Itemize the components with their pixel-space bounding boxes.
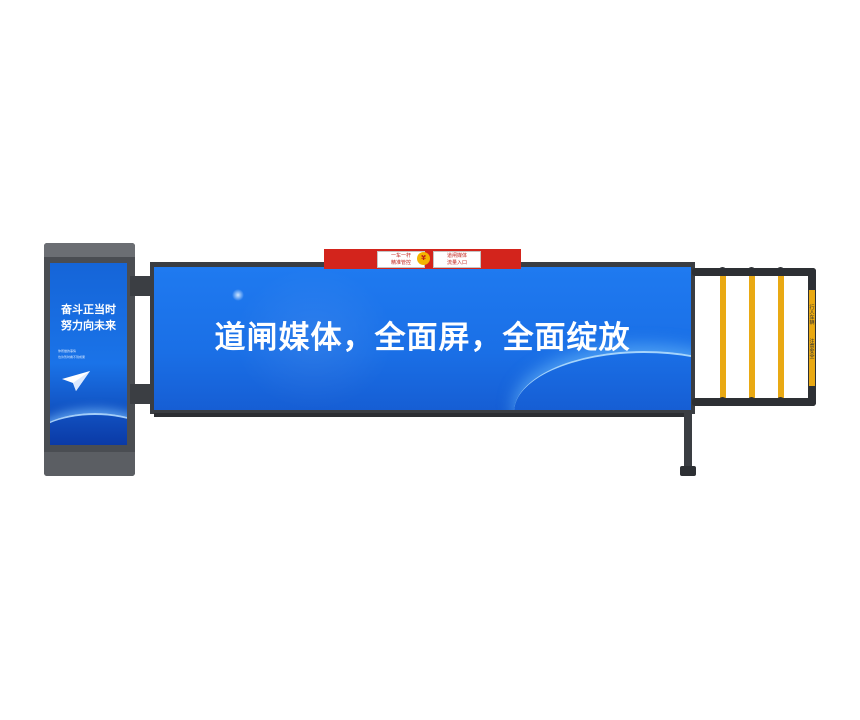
- arm-shadow: [154, 413, 691, 417]
- sign-left-line1: 一车一杆: [390, 253, 411, 259]
- fence-post-1: [720, 276, 726, 398]
- fence-joint-3: [776, 267, 785, 276]
- panel-earth-glow: [514, 351, 691, 410]
- fence-joint-6: [776, 397, 785, 406]
- panel-haze: [234, 267, 394, 410]
- panel-light-dot: [232, 289, 244, 301]
- top-sign: 一车一杆 精准管控 ¥ 道闸媒体 流量入口: [324, 249, 521, 269]
- fence-joint-4: [718, 397, 727, 406]
- cabinet-screen: 奋斗正当时 努力向未来 你所做的事情 也许暂时看不到成果: [50, 263, 127, 445]
- cabinet-cap: [44, 243, 135, 257]
- cabinet-headline-line2: 努力向未来: [61, 319, 116, 332]
- sign-right-line2: 流量入口: [446, 260, 467, 266]
- fence-joint-2: [747, 267, 756, 276]
- fence-joint-5: [747, 397, 756, 406]
- support-leg: [684, 412, 692, 470]
- ad-panel: 道闸媒体，全面屏，全面绽放: [154, 267, 691, 410]
- fence-post-2: [749, 276, 755, 398]
- cabinet-earth-arc: [50, 413, 127, 445]
- sign-right-line1: 道闸媒体: [446, 253, 467, 259]
- sign-left-line2: 精准管控: [390, 260, 411, 266]
- panel-slogan: 道闸媒体，全面屏，全面绽放: [214, 320, 631, 356]
- cabinet-headline-line1: 奋斗正当时: [61, 303, 116, 316]
- arm-bracket-top: [130, 276, 150, 296]
- arm-bracket-bottom: [130, 384, 150, 404]
- cabinet-base: [44, 452, 135, 476]
- fence-post-3: [778, 276, 784, 398]
- fence-label-line2: 注意安全: [809, 339, 815, 360]
- cabinet-small-text-line1: 你所做的事情: [58, 349, 77, 353]
- coin-icon: ¥: [417, 252, 430, 265]
- support-leg-foot: [680, 466, 696, 476]
- cabinet-small-text-line2: 也许暂时看不到成果: [58, 355, 86, 359]
- paper-plane-icon: [62, 371, 90, 391]
- sign-right-box: 道闸媒体 流量入口: [433, 251, 481, 268]
- fence-joint-1: [718, 267, 727, 276]
- fence-end-post: [809, 290, 815, 386]
- fence-label-line1: 行人车辆: [809, 305, 815, 326]
- sign-left-box: 一车一杆 精准管控: [377, 251, 425, 268]
